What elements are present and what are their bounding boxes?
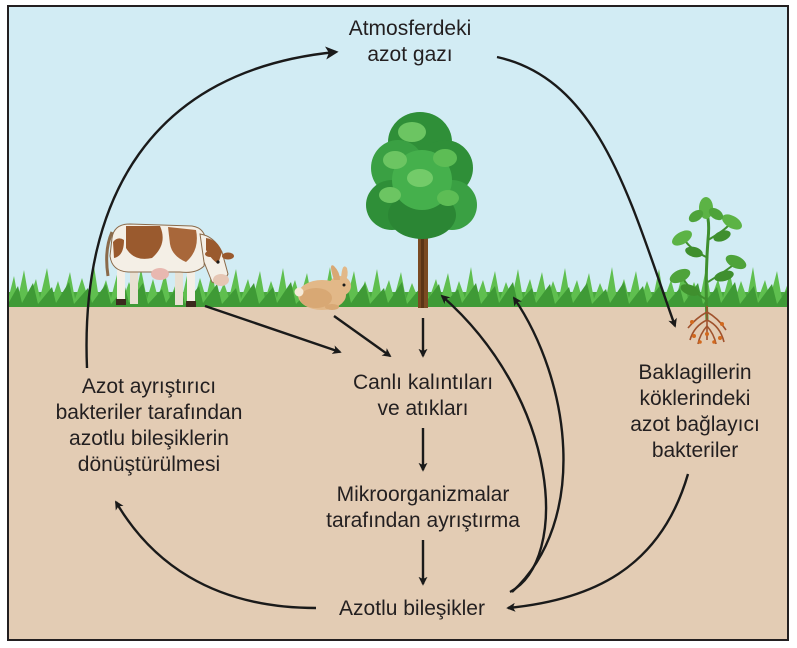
label-line: ve atıkları bbox=[318, 396, 528, 422]
label-line: Canlı kalıntıları bbox=[318, 370, 528, 396]
label-line: dönüştürülmesi bbox=[24, 452, 274, 478]
label-line: azot bağlayıcı bbox=[610, 412, 780, 438]
label-line: azotlu bileşiklerin bbox=[24, 426, 274, 452]
label-denitrifying: Azot ayrıştırıcı bakteriler tarafından a… bbox=[24, 374, 274, 478]
label-nitrogen-fixing: Baklagillerin köklerindeki azot bağlayıc… bbox=[610, 360, 780, 464]
label-line: Atmosferdeki bbox=[325, 16, 495, 42]
label-compounds: Azotlu bileşikler bbox=[312, 596, 512, 622]
label-atmosphere: Atmosferdeki azot gazı bbox=[325, 16, 495, 68]
label-line: tarafından ayrıştırma bbox=[298, 508, 548, 534]
label-line: bakteriler bbox=[610, 438, 780, 464]
label-line: bakteriler tarafından bbox=[24, 400, 274, 426]
label-line: azot gazı bbox=[325, 42, 495, 68]
label-line: Azotlu bileşikler bbox=[312, 596, 512, 622]
label-line: Azot ayrıştırıcı bbox=[24, 374, 274, 400]
label-line: köklerindeki bbox=[610, 386, 780, 412]
label-remains: Canlı kalıntıları ve atıkları bbox=[318, 370, 528, 422]
label-line: Baklagillerin bbox=[610, 360, 780, 386]
label-line: Mikroorganizmalar bbox=[298, 482, 548, 508]
label-microorganisms: Mikroorganizmalar tarafından ayrıştırma bbox=[298, 482, 548, 534]
